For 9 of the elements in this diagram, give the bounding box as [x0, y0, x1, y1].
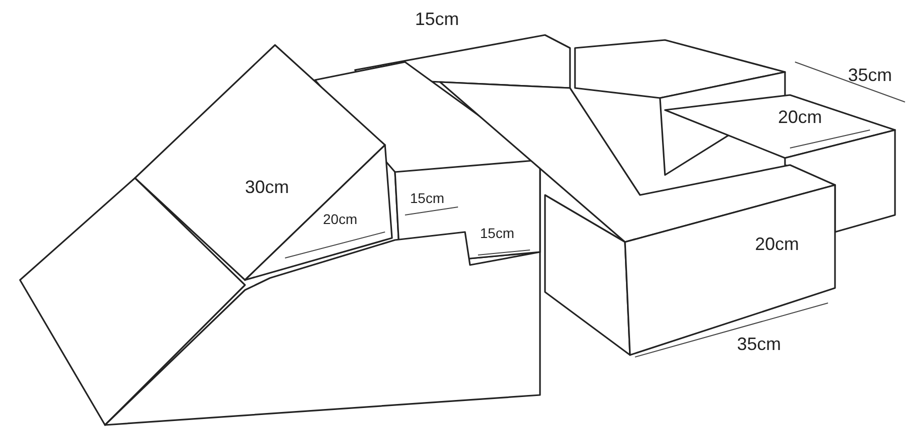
dimension-label: 20cm [778, 108, 822, 126]
dimension-label: 30cm [245, 178, 290, 196]
dimension-label: 15cm [410, 191, 444, 205]
dimension-label: 15cm [415, 10, 460, 28]
dimension-label: 35cm [737, 335, 782, 353]
dimension-label: 20cm [323, 212, 358, 226]
dimension-label: 20cm [755, 235, 800, 253]
dimension-label: 35cm [848, 66, 892, 84]
dimension-label: 15cm [480, 226, 514, 240]
